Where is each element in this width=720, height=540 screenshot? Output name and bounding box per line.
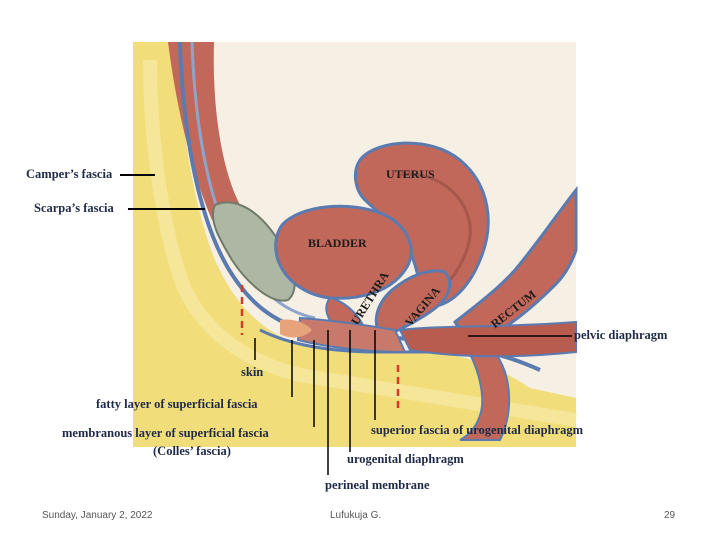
label-perineal-membrane: perineal membrane	[325, 478, 430, 492]
footer-date: Sunday, January 2, 2022	[42, 510, 153, 521]
abdominal-wall-muscle	[168, 42, 240, 225]
label-membranous-layer: membranous layer of superficial fascia	[62, 426, 269, 440]
urogenital-diaphragm-muscle	[296, 316, 407, 354]
label-bladder: BLADDER	[308, 236, 367, 250]
footer-author: Lufukuja G.	[330, 510, 382, 521]
uterus-shape	[353, 141, 490, 307]
label-fatty-layer: fatty layer of superficial fascia	[96, 397, 258, 411]
perineal-body	[280, 319, 312, 338]
vagina-shape	[374, 269, 451, 338]
pubic-symphysis	[212, 201, 296, 302]
label-skin: skin	[241, 365, 264, 379]
bladder-shape	[274, 204, 413, 300]
label-superior-fascia: superior fascia of urogenital diaphragm	[371, 423, 584, 437]
label-scarpas-fascia: Scarpa’s fascia	[34, 201, 114, 215]
label-pelvic-diaphragm: pelvic diaphragm	[574, 328, 668, 342]
uterine-cavity	[399, 172, 472, 281]
pelvic-diaphragm-muscle	[398, 320, 577, 358]
label-uterus: UTERUS	[386, 167, 435, 181]
label-campers-fascia: Camper’s fascia	[26, 167, 113, 181]
label-colles-fascia: (Colles’ fascia)	[153, 444, 231, 458]
label-urogenital-diaphragm: urogenital diaphragm	[347, 452, 464, 466]
footer-page-number: 29	[664, 510, 676, 521]
